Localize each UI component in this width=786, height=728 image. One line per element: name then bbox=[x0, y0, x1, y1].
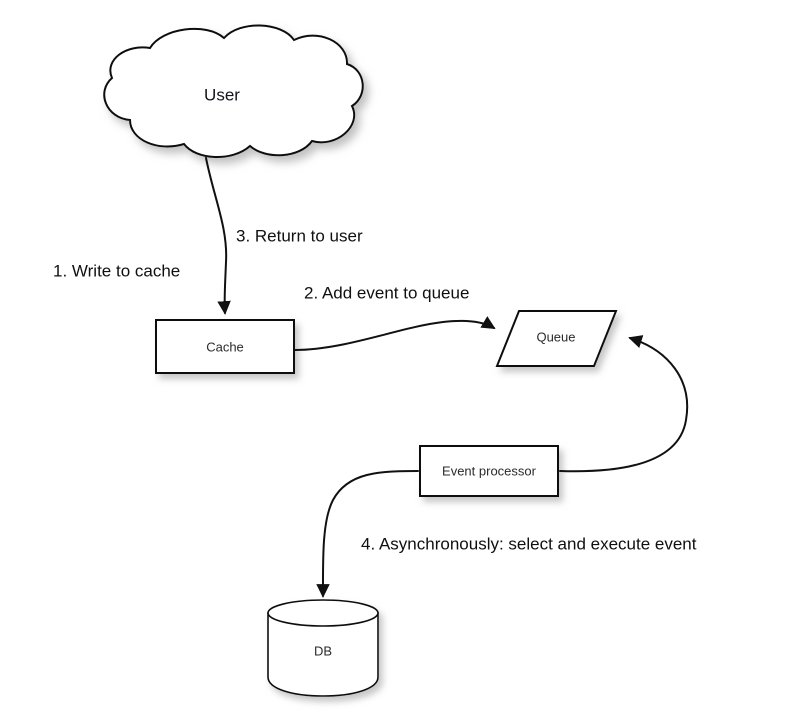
edge-user-to-cache bbox=[205, 157, 231, 315]
step-label-1: 1. Write to cache bbox=[53, 261, 180, 280]
step-label-4: 4. Asynchronously: select and execute ev… bbox=[361, 534, 697, 553]
node-queue-label: Queue bbox=[536, 329, 575, 344]
node-queue[interactable]: Queue bbox=[495, 310, 618, 367]
node-cache-label: Cache bbox=[206, 339, 244, 354]
step-label-2: 2. Add event to queue bbox=[304, 283, 469, 302]
node-event-processor-label: Event processor bbox=[442, 463, 537, 478]
edge-event-processor-to-db bbox=[316, 470, 419, 598]
node-user[interactable]: User bbox=[103, 24, 364, 159]
node-user-label: User bbox=[204, 85, 240, 104]
step-label-3: 3. Return to user bbox=[236, 226, 363, 245]
node-db[interactable]: DB bbox=[267, 599, 379, 697]
node-db-label: DB bbox=[314, 643, 332, 658]
node-event-processor[interactable]: Event processor bbox=[419, 445, 559, 497]
node-cache[interactable]: Cache bbox=[155, 319, 295, 374]
edge-event-processor-to-queue bbox=[559, 335, 689, 473]
edge-cache-to-queue bbox=[294, 316, 496, 351]
